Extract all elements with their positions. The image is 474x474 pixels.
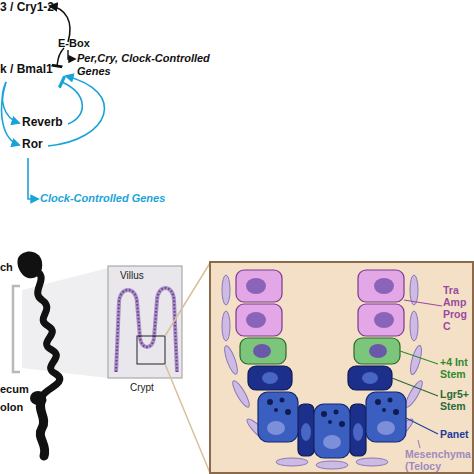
zoom-wedge [22, 268, 108, 378]
telocyte [410, 275, 418, 305]
zoom-line [165, 263, 210, 336]
expression-arrow [68, 50, 75, 59]
activation-arrow [2, 82, 19, 145]
nucleus [374, 278, 394, 294]
gene-label: 3 / Cry1-2 [0, 1, 54, 15]
nucleus [246, 278, 266, 294]
granule [388, 398, 393, 403]
granule [274, 408, 278, 412]
repression-line [62, 82, 82, 124]
leader-line [418, 440, 420, 448]
ta-cell-group [236, 270, 404, 336]
gene-label: Ror [22, 138, 43, 152]
nucleus [323, 435, 341, 449]
activation-arrow [48, 76, 104, 146]
leader-line [400, 351, 438, 364]
cell-label: Mesenchyma (Telocy [405, 448, 406, 472]
lgr5-cell [298, 404, 314, 456]
leader-line [404, 300, 442, 306]
granule [321, 411, 327, 417]
paneth-cell [366, 392, 406, 442]
target-genes-label: Per,Cry, Clock-Controlled Genes [77, 52, 211, 77]
granule [382, 408, 386, 412]
granule [267, 399, 273, 405]
nucleus [267, 421, 285, 435]
crypt-box [137, 336, 165, 364]
granule-group [267, 398, 399, 450]
nucleus-group [246, 278, 394, 328]
ta-cell [358, 270, 404, 302]
plus4-cell [240, 338, 286, 364]
paneth-cell [258, 392, 298, 442]
telocyte [276, 458, 308, 466]
nucleus [362, 372, 378, 384]
gene-label: k / Bmal1 [0, 63, 53, 77]
telocyte [356, 458, 388, 466]
ta-cell [358, 304, 404, 336]
granule [375, 399, 381, 405]
telocyte [222, 275, 230, 305]
nucleus [369, 344, 387, 358]
telocyte [408, 344, 423, 375]
cell-label: Tra Amp Prog C [443, 284, 444, 332]
lgr5-cell [248, 366, 292, 390]
inhibit-line [57, 48, 64, 66]
crypt-label: Crypt [130, 382, 154, 394]
villus-label: Villus [120, 270, 144, 282]
small-intestine [38, 272, 60, 394]
organ-label: olon [0, 401, 23, 414]
plus4-cell-group [240, 338, 400, 364]
nucleus-group [253, 344, 387, 358]
cell-label: Lgr5+ Stem [440, 388, 441, 412]
plus4-cell [354, 338, 400, 364]
villus-box [108, 266, 182, 378]
ta-cell [236, 304, 282, 336]
granule [280, 398, 285, 403]
organ-label: ecum [0, 383, 29, 396]
colon-shape [40, 400, 45, 456]
cell-label: Panet [440, 428, 469, 440]
ta-cell [236, 270, 282, 302]
lgr5-cell [348, 366, 392, 390]
zoom-line [165, 364, 210, 473]
telocyte-group [222, 275, 425, 469]
cell-label: +4 Int Stem [440, 356, 474, 380]
gene-label: Reverb [22, 116, 63, 130]
granule [285, 409, 291, 415]
telocyte [222, 345, 240, 376]
target-genes-label: Clock-Controlled Genes [40, 192, 165, 205]
granule [328, 420, 332, 424]
nucleus [262, 372, 278, 384]
expression-arrow [28, 158, 38, 199]
element-label: E-Box [58, 37, 90, 50]
region-bracket [13, 286, 20, 372]
organ-label: ch [0, 261, 13, 274]
telocyte [410, 311, 418, 341]
leader-line [392, 378, 438, 396]
granule [339, 421, 345, 427]
nucleus [246, 312, 266, 328]
nucleus [374, 312, 394, 328]
crypt-panel [210, 262, 473, 473]
nucleus [301, 423, 311, 441]
granule [393, 409, 399, 415]
paneth-cell-group [258, 392, 406, 458]
nucleus [377, 421, 395, 435]
paneth-cell [314, 404, 350, 458]
nucleus [253, 344, 271, 358]
granule [334, 410, 339, 415]
telocyte [316, 461, 348, 469]
telocyte [222, 311, 230, 341]
nucleus [353, 423, 363, 441]
leader-line [406, 418, 438, 434]
lgr5-cell [350, 404, 366, 456]
